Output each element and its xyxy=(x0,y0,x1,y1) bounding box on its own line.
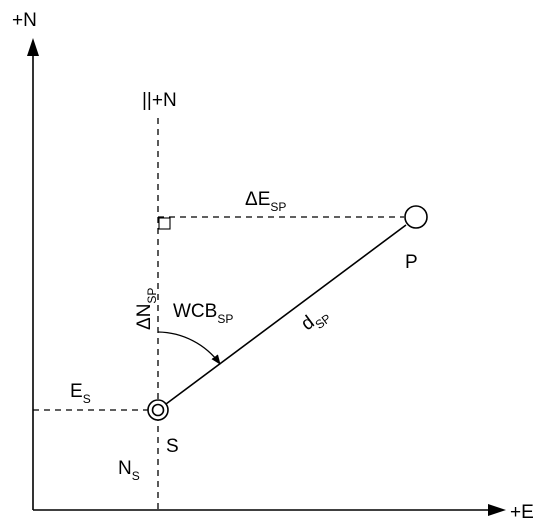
point-p-circle xyxy=(404,205,428,229)
delta-n-main: ΔN xyxy=(134,304,155,330)
delta-n-label: ΔNSP xyxy=(134,288,159,330)
northing-s-main: N xyxy=(118,458,132,479)
easting-s-subscript: S xyxy=(83,392,91,406)
delta-n-subscript: SP xyxy=(145,288,159,304)
east-axis-arrowhead xyxy=(488,504,506,516)
point-s-label: S xyxy=(166,436,179,457)
line-s-to-p xyxy=(165,224,407,405)
northing-s-subscript: S xyxy=(132,469,140,483)
north-axis-arrowhead xyxy=(27,38,39,56)
delta-e-main: ΔE xyxy=(245,189,270,210)
grid-north-label: ||+N xyxy=(142,90,177,111)
easting-s-label: ES xyxy=(70,381,91,406)
easting-s-main: E xyxy=(70,381,83,402)
wcb-main: WCB xyxy=(173,301,217,322)
wcb-subscript: SP xyxy=(217,312,233,326)
point-p-label: P xyxy=(405,252,418,273)
delta-e-subscript: SP xyxy=(270,200,286,214)
distance-label: dSP xyxy=(297,302,333,338)
point-s-inner-circle xyxy=(151,403,165,417)
wcb-arc-arrow xyxy=(157,331,221,365)
right-angle-marker xyxy=(158,217,171,230)
wcb-label: WCBSP xyxy=(173,301,233,326)
north-axis-label: +N xyxy=(12,10,37,31)
delta-e-label: ΔESP xyxy=(245,189,286,214)
northing-s-label: NS xyxy=(118,458,140,483)
east-axis-label: +E xyxy=(510,502,534,523)
